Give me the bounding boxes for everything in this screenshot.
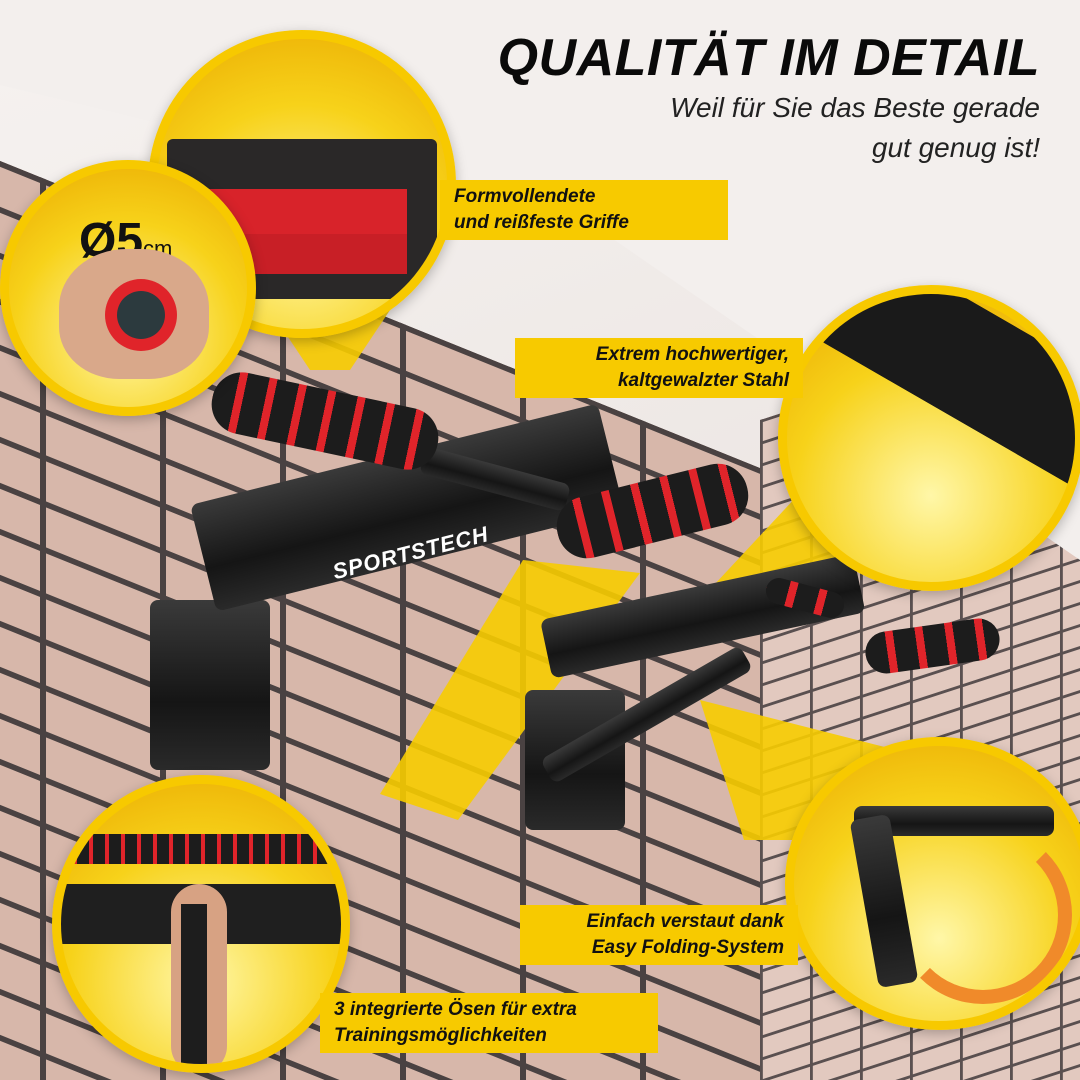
detail-circle-steel xyxy=(778,285,1080,591)
page-subtitle: Weil für Sie das Beste gerade gut genug … xyxy=(670,92,1040,163)
detail-circle-diameter: Ø5cm xyxy=(0,160,256,416)
feature-label-folding: Einfach verstaut dank Easy Folding-Syste… xyxy=(520,905,798,965)
detail-circle-eyelets xyxy=(52,775,350,1073)
fold-arrow-icon xyxy=(894,826,1072,1004)
wall-mount-plate-left xyxy=(150,600,270,770)
feature-label-steel: Extrem hochwertiger, kaltgewalzter Stahl xyxy=(515,338,803,398)
training-strap xyxy=(181,904,207,1064)
foam-red-layer xyxy=(227,234,407,274)
feature-label-eyelets: 3 integrierte Ösen für extra Trainingsmö… xyxy=(320,993,658,1053)
feature-label-grips: Formvollendete und reißfeste Griffe xyxy=(440,180,728,240)
detail-circle-folding xyxy=(785,737,1080,1030)
grip-cross-section xyxy=(105,279,177,351)
steel-tube-closeup xyxy=(787,294,1075,582)
grip-bar xyxy=(61,834,341,864)
page-title: QUALITÄT IM DETAIL xyxy=(497,29,1040,87)
